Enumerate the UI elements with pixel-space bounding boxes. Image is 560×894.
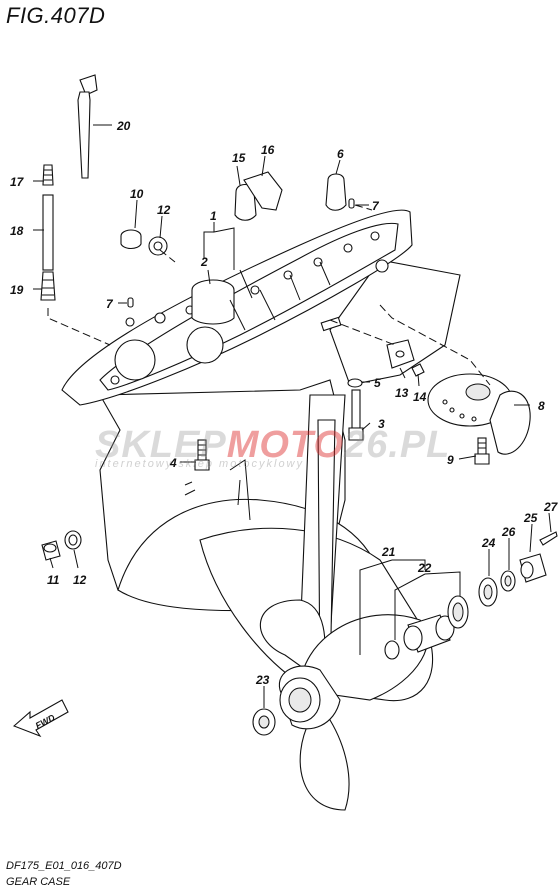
callout-8: 8 <box>538 399 545 413</box>
callout-3: 3 <box>378 417 385 431</box>
callout-9: 9 <box>447 453 454 467</box>
callout-2: 2 <box>200 255 208 269</box>
callout-24: 24 <box>481 536 496 550</box>
part-27-cotter-pin[interactable] <box>539 531 558 546</box>
fwd-arrow-icon: FWD <box>12 699 69 738</box>
callout-11: 11 <box>47 573 60 587</box>
part-7-pin-left[interactable] <box>127 297 134 308</box>
callout-10: 10 <box>130 187 144 201</box>
part-4-bolt[interactable] <box>194 439 210 471</box>
part-21-propeller[interactable] <box>260 599 429 811</box>
part-6-cap[interactable] <box>325 173 347 211</box>
callout-25: 25 <box>523 511 538 525</box>
callout-18: 18 <box>10 224 24 238</box>
figure-name: GEAR CASE <box>6 876 71 888</box>
figure-title: FIG.407D <box>6 3 106 28</box>
part-13-anode-block[interactable] <box>386 339 415 369</box>
callout-23: 23 <box>255 673 270 687</box>
part-15-cover[interactable] <box>234 183 257 221</box>
leader-lines <box>33 124 552 708</box>
figure-code: DF175_E01_016_407D <box>6 860 122 872</box>
callout-4: 4 <box>169 456 177 470</box>
callout-21: 21 <box>381 545 396 559</box>
part-26-washer[interactable] <box>500 570 516 592</box>
callout-17: 17 <box>10 175 25 189</box>
callouts: 20 17 18 19 10 12 15 16 6 7 1 7 2 5 3 4 … <box>10 119 559 687</box>
part-20-water-tube[interactable] <box>77 74 98 179</box>
callout-1: 1 <box>210 209 217 223</box>
part-22-bushing[interactable] <box>384 595 469 660</box>
part-24-washer[interactable] <box>478 577 498 607</box>
alignment-lines <box>47 204 491 386</box>
callout-12-top: 12 <box>157 203 171 217</box>
part-16-clip[interactable] <box>243 171 283 211</box>
part-12-gasket-lower[interactable] <box>64 530 82 550</box>
callout-19: 19 <box>10 283 24 297</box>
callout-7-left: 7 <box>106 297 114 311</box>
callout-15: 15 <box>232 151 246 165</box>
part-3-bolt[interactable] <box>348 389 364 441</box>
callout-26: 26 <box>501 525 516 539</box>
part-8-trim-tab[interactable] <box>427 373 531 455</box>
part-11-plug[interactable] <box>41 540 61 561</box>
part-14-screw[interactable] <box>411 363 425 377</box>
callout-27: 27 <box>543 500 559 514</box>
part-10-plug[interactable] <box>120 229 142 250</box>
callout-12-lower: 12 <box>73 573 87 587</box>
callout-14: 14 <box>413 390 427 404</box>
part-5-washer[interactable] <box>347 378 363 388</box>
callout-13: 13 <box>395 386 409 400</box>
callout-5: 5 <box>374 376 381 390</box>
part-9-bolt[interactable] <box>474 437 490 465</box>
part-18-shift-rod[interactable] <box>40 164 56 301</box>
callout-20: 20 <box>116 119 131 133</box>
part-23-spacer[interactable] <box>252 708 276 736</box>
part-25-nut[interactable] <box>519 553 547 583</box>
callout-16: 16 <box>261 143 275 157</box>
callout-7-right: 7 <box>372 199 380 213</box>
callout-6: 6 <box>337 147 344 161</box>
part-12-gasket-top[interactable] <box>148 236 168 256</box>
part-7-pin-right[interactable] <box>348 198 355 209</box>
callout-22: 22 <box>417 561 432 575</box>
